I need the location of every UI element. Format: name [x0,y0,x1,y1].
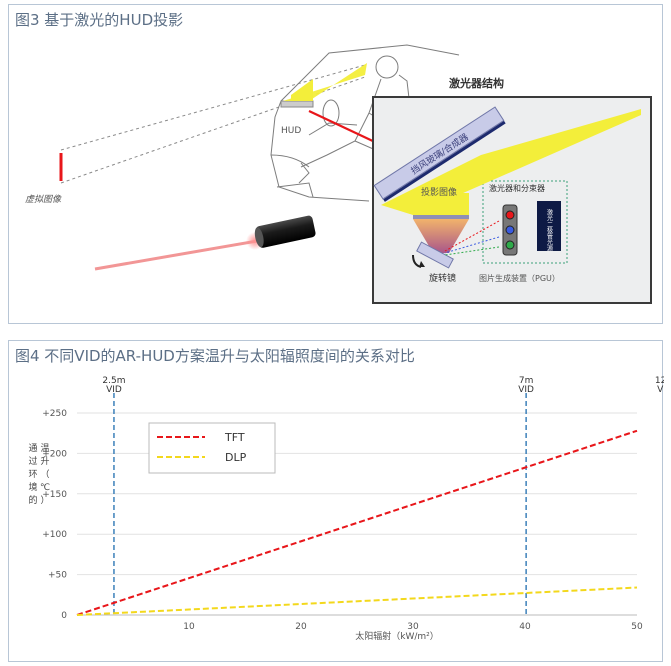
y-axis-label-char: 环 [28,469,37,480]
y-axis-label-char: 通 [28,443,37,454]
y-tick-label: +200 [42,449,67,459]
vid-marker-label-bottom: VID [657,385,664,395]
y-tick-label: +150 [42,490,67,500]
x-tick-label: 40 [519,622,531,632]
splitter-frame [482,180,568,264]
rotate-arrowhead-icon [419,261,425,267]
legend-label-dlp: DLP [225,451,247,464]
figure4-panel: 图4 不同VID的AR-HUD方案温升与太阳辐照度间的关系对比 0 +50 +100… [8,340,664,662]
y-tick-label: +250 [42,409,67,419]
y-axis-label-char: 升 [40,456,49,467]
inset-projection [413,193,469,217]
laser-ray-car [308,110,378,144]
projected-image-label: 投影图像 [421,186,457,198]
inset-beam [381,109,641,215]
figure4-title: 图4 不同VID的AR-HUD方案温升与太阳辐照度间的关系对比 [15,347,415,365]
laser-hud-diagram: 虚拟图像 HUD 激光器结构 [25,44,652,304]
laser-source-text: 激光二极管光源 [546,208,553,252]
figure3-title: 图3 基于激光的HUD投影 [15,11,184,29]
image-generator-label: 图片生成装置（PGU） [479,273,560,283]
y-axis-label-char: ℃ [40,483,50,493]
led-red [505,210,515,220]
rotating-mirror [416,241,454,269]
hud-beam-base [291,79,313,101]
hud-unit [280,100,314,108]
laser-structure-label: 激光器结构 [449,76,504,90]
y-axis-label-char: 温 [40,443,49,454]
laser-pointer-beam [94,239,258,271]
x-tick-label: 10 [183,622,195,632]
y-tick-label: +50 [48,571,67,581]
rotating-mirror-label: 旋转镜 [429,272,456,284]
y-tick-label: 0 [61,611,67,621]
laser-splitter-label: 激光器和分束器 [489,183,545,193]
hud-label: HUD [281,126,301,136]
x-axis-label: 太阳辐射（kW/m²） [355,630,439,642]
vid-marker-label-bottom: VID [106,385,122,395]
laser-source-box [537,201,561,251]
sightline-top [60,64,366,151]
vid-marker-label-top: 12m [655,376,664,386]
legend-box [148,422,276,474]
led-green [505,240,515,250]
projection-screen [413,215,469,219]
virtual-image-label: 虚拟图像 [25,194,62,205]
ray-green [444,246,500,256]
laser-pointer-icon [254,215,316,248]
x-tick-label: 20 [295,622,307,632]
vid-marker-label-top: 7m [519,376,534,386]
figure3-panel: 图3 基于激光的HUD投影 虚拟图像 [8,4,663,324]
y-axis-label-char: ） [40,495,49,506]
ray-blue [444,236,500,254]
x-tick-label: 50 [631,622,643,632]
led-blue [505,225,515,235]
y-tick-label: +100 [42,530,67,540]
vid-marker-label-top: 2.5m [102,376,125,386]
vid-marker-label-bottom: VID [518,385,534,395]
y-axis-label-char: 的 [28,494,37,506]
y-axis-label-char: 过 [28,455,37,467]
x-tick-label: 30 [407,622,419,632]
series-line-tft [76,429,638,616]
y-axis-label-char: （ [40,469,49,480]
light-cone [413,219,469,253]
series-line-dlp [76,586,638,616]
legend-label-tft: TFT [224,431,245,444]
y-axis-label-char: 境 [28,481,37,493]
